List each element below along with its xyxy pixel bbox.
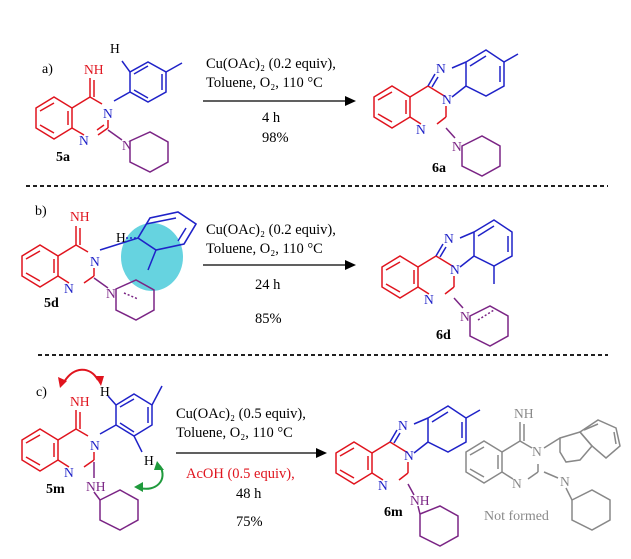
compound-6m-label: 6m [384,505,403,520]
conditions-c-line1: Cu(OAc)₂ (0.5 equiv), [176,406,306,422]
compound-6d-label: 6d [436,328,451,343]
conditions-a-line1: Cu(OAc)₂ (0.2 equiv), [206,56,336,72]
pip-n-6d: N [460,309,470,324]
product-6a-structure [373,49,519,177]
ortho-h-5m-bottom: H [144,453,154,468]
n-isomer-top: N [532,444,542,459]
imidazole-n-6d: N [444,231,454,246]
panel-a: a) [35,41,519,177]
yield-a: 98% [262,130,289,146]
yield-b: 85% [255,311,282,327]
imidazole-n-6m: N [398,418,408,433]
pip-n-5a: N [122,138,132,153]
n3-5a: N [103,106,113,121]
substrate-5d-structure [21,211,198,321]
bridge-n-6d: N [450,262,460,277]
arrowhead-a [345,96,356,106]
not-formed-isomer-structure [465,419,621,531]
imine-nh-5d: NH [70,209,90,224]
not-formed-label: Not formed [484,509,549,524]
imine-nh-5m: NH [70,394,90,409]
green-arrowhead-bottom [134,482,143,492]
compound-5d-label: 5d [44,296,59,311]
pip-n-5d: N [106,286,116,301]
time-c: 48 h [236,486,262,502]
conditions-b-line2: Toluene, O₂, 110 °C [206,241,323,257]
panel-c: c) [21,368,621,547]
imine-nh-5a: NH [84,62,104,77]
compound-6a-label: 6a [432,161,446,176]
ortho-h-5m-top: H [100,384,110,399]
ortho-h-5a: H [110,41,120,56]
amine-nh-6m: NH [410,493,430,508]
compound-5a-label: 5a [56,150,70,165]
time-a: 4 h [262,110,281,126]
imine-nh-isomer: NH [514,406,534,421]
red-arrowhead-right [95,376,104,386]
ortho-h-5d: H [116,230,126,245]
conditions-a-line2: Toluene, O₂, 110 °C [206,75,323,91]
yield-c: 75% [236,514,263,530]
n1-6d: N [424,292,434,307]
n3-5d: N [90,254,100,269]
imidazole-n-6a: N [436,61,446,76]
additive-c: AcOH (0.5 equiv), [186,466,295,482]
red-arrowhead-left [58,377,67,388]
arrowhead-b [345,260,356,270]
time-b: 24 h [255,277,281,293]
n1-6m: N [378,478,388,493]
panel-a-label: a) [42,62,53,77]
bridge-n-6m: N [404,448,414,463]
substrate-5m-structure [21,385,163,531]
arrowhead-c [316,448,327,458]
n-isomer-bottom: N [512,476,522,491]
bridge-n-6a: N [442,92,452,107]
n1-5d: N [64,281,74,296]
n-isomer-right: N [560,474,570,489]
compound-5m-label: 5m [46,482,65,497]
panel-b: b) [21,204,513,347]
panel-c-label: c) [36,385,47,400]
pip-n-6a: N [452,139,462,154]
panel-b-label: b) [35,204,47,219]
amine-nh-5m: NH [86,479,106,494]
n3-5m: N [90,438,100,453]
conditions-b-line1: Cu(OAc)₂ (0.2 equiv), [206,222,336,238]
red-interaction-arrow [63,368,99,383]
green-arrowhead-top [154,461,164,470]
substrate-5a-structure [35,60,183,173]
product-6m-structure [335,405,481,547]
n1-5m: N [64,465,74,480]
conditions-c-line2: Toluene, O₂, 110 °C [176,425,293,441]
n1-6a: N [416,122,426,137]
n1-5a: N [79,133,89,148]
steric-clash-highlight [121,223,183,291]
product-6d-structure [381,219,513,347]
